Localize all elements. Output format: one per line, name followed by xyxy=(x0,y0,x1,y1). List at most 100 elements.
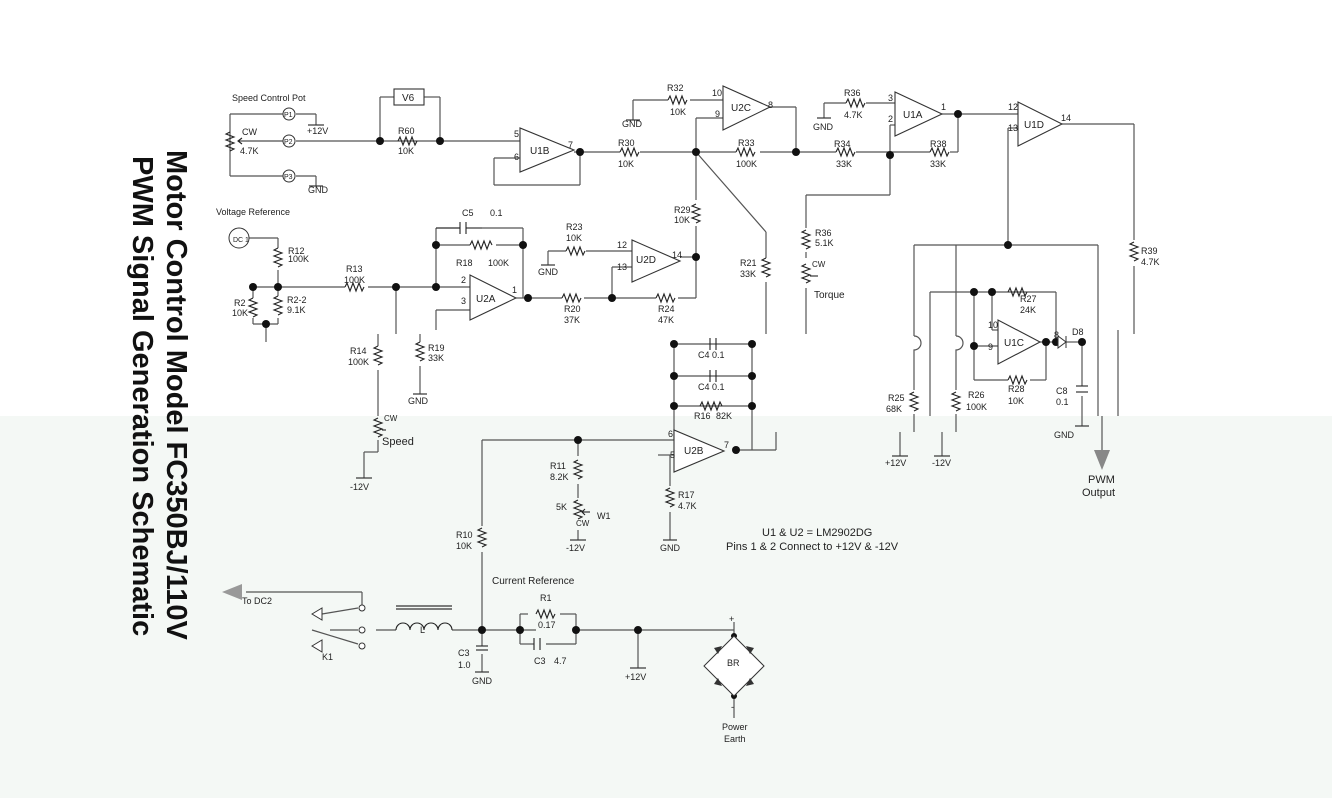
svg-text:BR: BR xyxy=(727,658,740,668)
svg-text:R28: R28 xyxy=(1008,384,1025,394)
svg-text:100K: 100K xyxy=(344,275,365,285)
opamps xyxy=(469,85,1064,473)
svg-text:100K: 100K xyxy=(348,357,369,367)
svg-text:C3: C3 xyxy=(458,648,470,658)
cw-label-1: CW xyxy=(242,127,257,137)
svg-text:10: 10 xyxy=(988,320,998,330)
p3-label: P3 xyxy=(284,174,293,181)
svg-text:R21: R21 xyxy=(740,258,757,268)
svg-text:L: L xyxy=(420,625,425,635)
svg-text:R39: R39 xyxy=(1141,246,1158,256)
svg-text:R19: R19 xyxy=(428,343,445,353)
svg-text:10: 10 xyxy=(712,88,722,98)
p1-label: P1 xyxy=(284,112,293,119)
svg-text:D8: D8 xyxy=(1072,327,1084,337)
svg-text:1.0: 1.0 xyxy=(458,660,471,670)
svg-text:-12V: -12V xyxy=(350,482,369,492)
svg-text:100K: 100K xyxy=(966,402,987,412)
svg-text:12: 12 xyxy=(617,240,627,250)
svg-text:10K: 10K xyxy=(1008,396,1024,406)
svg-text:0.1: 0.1 xyxy=(712,382,725,392)
svg-text:100K: 100K xyxy=(288,254,309,264)
svg-text:5: 5 xyxy=(514,129,519,139)
svg-text:U1D: U1D xyxy=(1024,120,1044,131)
svg-text:8: 8 xyxy=(768,100,773,110)
torque-label: Torque xyxy=(814,290,845,301)
svg-text:R36: R36 xyxy=(815,228,832,238)
relay-contacts xyxy=(311,604,366,653)
svg-text:100K: 100K xyxy=(736,159,757,169)
svg-text:7: 7 xyxy=(568,140,573,150)
svg-text:R2-2: R2-2 xyxy=(287,295,307,305)
svg-text:GND: GND xyxy=(660,543,681,553)
svg-text:C4: C4 xyxy=(698,382,710,392)
svg-text:U1C: U1C xyxy=(1004,338,1024,349)
note-1: U1 & U2 = LM2902DG xyxy=(762,527,872,539)
svg-text:GND: GND xyxy=(538,267,559,277)
to-dc2-arrow xyxy=(222,584,242,600)
svg-text:R2: R2 xyxy=(234,298,246,308)
speed-label: Speed xyxy=(382,436,414,448)
resistors xyxy=(224,94,1140,620)
svg-text:R34: R34 xyxy=(834,139,851,149)
svg-text:GND: GND xyxy=(813,122,834,132)
svg-text:4.7: 4.7 xyxy=(554,656,567,666)
svg-text:U1B: U1B xyxy=(530,146,550,157)
svg-text:R12: R12 xyxy=(288,246,305,256)
svg-text:100K: 100K xyxy=(488,258,509,268)
svg-text:CW: CW xyxy=(576,519,590,528)
voltage-ref-label: Voltage Reference xyxy=(216,207,290,217)
v6-box xyxy=(393,88,425,106)
svg-text:R1: R1 xyxy=(540,593,552,603)
svg-text:+12V: +12V xyxy=(885,458,906,468)
svg-text:5K: 5K xyxy=(556,502,567,512)
svg-text:1: 1 xyxy=(941,102,946,112)
svg-text:R24: R24 xyxy=(658,304,675,314)
svg-text:C8: C8 xyxy=(1056,386,1068,396)
svg-text:2: 2 xyxy=(888,114,893,124)
svg-text:0.17: 0.17 xyxy=(538,620,556,630)
current-ref-label: Current Reference xyxy=(492,576,575,587)
svg-text:37K: 37K xyxy=(564,315,580,325)
svg-text:4.7K: 4.7K xyxy=(844,110,863,120)
svg-text:6: 6 xyxy=(668,429,673,439)
svg-text:R33: R33 xyxy=(738,138,755,148)
svg-text:R60: R60 xyxy=(398,126,415,136)
svg-text:10K: 10K xyxy=(398,146,414,156)
svg-text:C4: C4 xyxy=(698,350,710,360)
svg-text:+12V: +12V xyxy=(625,672,646,682)
svg-text:1: 1 xyxy=(512,285,517,295)
speed-pot-label: Speed Control Pot xyxy=(232,93,306,103)
svg-text:U2D: U2D xyxy=(636,255,656,266)
svg-text:13: 13 xyxy=(617,262,627,272)
svg-text:14: 14 xyxy=(672,250,682,260)
inductor xyxy=(395,622,453,631)
svg-text:R10: R10 xyxy=(456,530,473,540)
svg-text:U2A: U2A xyxy=(476,294,496,305)
diagram-labels: Speed Control Pot Voltage Reference P1 P… xyxy=(216,83,1160,744)
svg-text:GND: GND xyxy=(622,119,643,129)
capacitors xyxy=(436,222,1088,651)
svg-text:10K: 10K xyxy=(674,215,690,225)
svg-text:68K: 68K xyxy=(886,404,902,414)
svg-text:47K: 47K xyxy=(658,315,674,325)
svg-text:R20: R20 xyxy=(564,304,581,314)
svg-text:4.7K: 4.7K xyxy=(1141,257,1160,267)
svg-text:R36: R36 xyxy=(844,88,861,98)
svg-text:R32: R32 xyxy=(667,83,684,93)
supply-pos-1: +12V xyxy=(307,126,328,136)
svg-text:10K: 10K xyxy=(232,308,248,318)
svg-text:10K: 10K xyxy=(670,107,686,117)
svg-text:+: + xyxy=(729,614,734,624)
svg-text:33K: 33K xyxy=(740,269,756,279)
svg-text:K1: K1 xyxy=(322,652,333,662)
svg-text:C3: C3 xyxy=(534,656,546,666)
svg-text:-12V: -12V xyxy=(932,458,951,468)
svg-text:13: 13 xyxy=(1008,123,1018,133)
svg-text:33K: 33K xyxy=(836,159,852,169)
svg-text:R38: R38 xyxy=(930,139,947,149)
svg-text:9: 9 xyxy=(988,342,993,352)
svg-text:R26: R26 xyxy=(968,390,985,400)
svg-text:8.2K: 8.2K xyxy=(550,472,569,482)
